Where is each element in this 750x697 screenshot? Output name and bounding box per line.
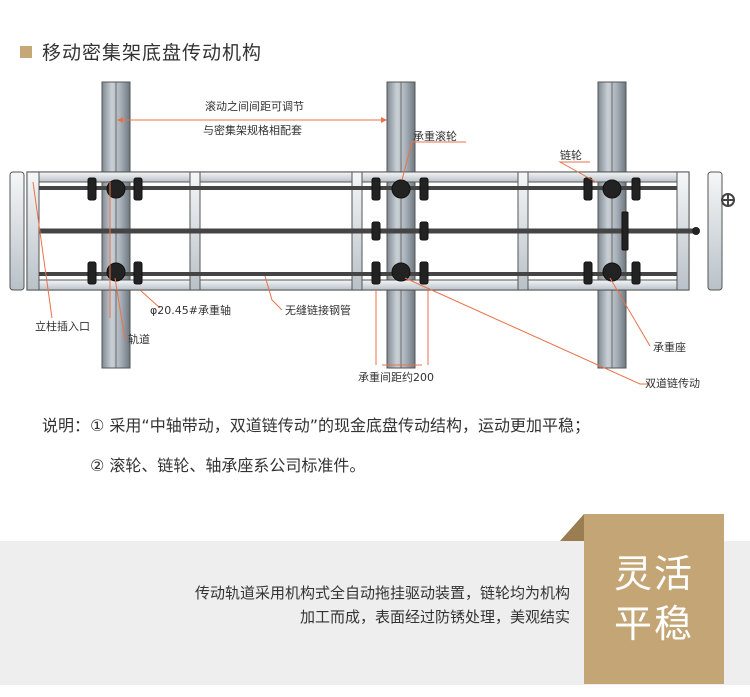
label-adjust-2: 与密集架规格相配套 [203,123,302,137]
label-double-chain: 双道链传动 [645,376,700,390]
feature-description-line-2: 加工而成，表面经过防锈处理，美观结实 [299,608,570,626]
label-bearing-seat: 承重座 [653,340,686,354]
left-end-post [9,171,25,291]
chassis-diagram: 滚动之间间距可调节 与密集架规格相配套 承重滚轮 链轮 φ20.45#承重轴 无… [9,81,735,390]
wheel-assemblies [87,177,641,285]
label-spacing: 承重间距约200 [358,370,434,384]
feature-description-line-1: 传动轨道采用机构式全自动拖挂驱动装置，链轮均为机构 [194,584,570,602]
label-adjust-1: 滚动之间间距可调节 [205,99,304,113]
label-pipe: 无缝链接钢管 [285,303,351,317]
label-load-roller: 承重滚轮 [413,129,457,143]
section-title-bar: 移动密集架底盘传动机构 [20,38,262,65]
leader-lines [32,141,651,385]
rail-middle [386,81,416,369]
notes-line-1: 说明：① 采用“中轴带动，双道链传动”的现金底盘传动结构，运动更加平稳； [42,416,591,435]
page-title: 移动密集架底盘传动机构 [42,42,263,64]
feature-description: 传动轨道采用机构式全自动拖挂驱动装置，链轮均为机构 加工而成，表面经过防锈处理，… [195,581,570,629]
badge-line-2: 平稳 [613,602,694,646]
rail-left [101,81,131,369]
notes-line-2: ② 滚轮、链轮、轴承座系公司标准件。 [90,456,366,475]
title-marker [20,45,32,58]
feature-badge: 灵活 平稳 [560,514,724,684]
label-axle: φ20.45#承重轴 [150,303,231,317]
label-post-inlet: 立柱插入口 [35,319,90,333]
right-end-post [707,171,723,291]
badge-line-1: 灵活 [613,552,694,596]
label-sprocket: 链轮 [560,148,582,162]
shafts [39,186,700,276]
hand-crank-icon [721,193,735,207]
label-rail: 轨道 [128,332,150,346]
rail-right [597,81,627,369]
